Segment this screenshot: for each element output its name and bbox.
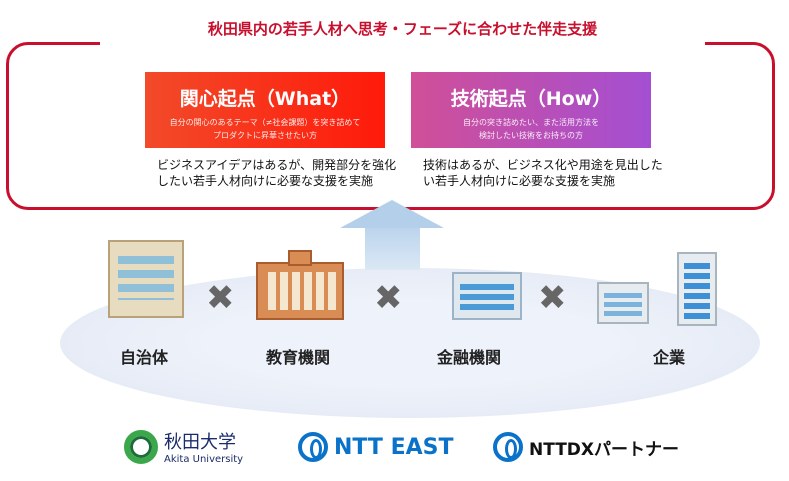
card-heading: 関心起点（What） bbox=[179, 88, 351, 110]
bank-icon bbox=[452, 272, 522, 320]
label-company: 企業 bbox=[653, 348, 686, 367]
card-what-description: ビジネスアイデアはあるが、開発部分を強化したい若手人材向けに必要な支援を実施 bbox=[157, 157, 407, 189]
ntt-logo-icon bbox=[298, 432, 328, 462]
ntt-east-logo: NTT EAST bbox=[298, 432, 454, 462]
akita-emblem-icon bbox=[124, 429, 158, 464]
cross-icon: ✖ bbox=[538, 278, 567, 318]
label-education: 教育機関 bbox=[266, 348, 331, 367]
up-arrow-icon bbox=[365, 225, 420, 270]
company-tower-icon bbox=[677, 252, 717, 326]
desc-line: したい若手人材向けに必要な支援を実施 bbox=[157, 174, 374, 188]
title-background bbox=[100, 28, 705, 52]
card-heading: 技術起点（How） bbox=[450, 88, 612, 110]
page-title: 秋田県内の若手人材へ思考・フェーズに合わせた伴走支援 bbox=[207, 20, 598, 38]
ntt-dx-logo: NTTDXパートナー bbox=[493, 432, 679, 462]
card-how: 技術起点（How） 自分の突き詰めたい、また活用方法を検討したい技術をお持ちの方 bbox=[411, 72, 651, 148]
akita-name-en: Akita University bbox=[164, 454, 244, 465]
city-hall-icon bbox=[108, 240, 184, 318]
card-subtext-line: 検討したい技術をお持ちの方 bbox=[479, 131, 583, 140]
card-how-description: 技術はあるが、ビジネス化や用途を見出したい若手人材向けに必要な支援を実施 bbox=[423, 157, 673, 189]
up-arrow-head-icon bbox=[340, 200, 444, 228]
desc-line: ビジネスアイデアはあるが、開発部分を強化 bbox=[157, 158, 397, 172]
label-municipality: 自治体 bbox=[120, 348, 169, 367]
akita-name-jp: 秋田大学 bbox=[164, 432, 236, 453]
card-subtext: 自分の突き詰めたい、また活用方法を検討したい技術をお持ちの方 bbox=[411, 116, 651, 142]
desc-line: 技術はあるが、ビジネス化や用途を見出した bbox=[423, 158, 663, 172]
card-subtext-line: 自分の関心のあるテーマ（≠社会課題）を突き詰めて bbox=[169, 118, 361, 127]
desc-line: い若手人材向けに必要な支援を実施 bbox=[423, 174, 616, 188]
card-subtext-line: プロダクトに昇華させたい方 bbox=[213, 131, 317, 140]
school-icon bbox=[256, 250, 344, 320]
cross-icon: ✖ bbox=[206, 278, 235, 318]
card-subtext-line: 自分の突き詰めたい、また活用方法を bbox=[463, 118, 599, 127]
ntt-logo-icon bbox=[493, 432, 523, 462]
company-building-icon bbox=[597, 282, 649, 324]
label-finance: 金融機関 bbox=[437, 348, 502, 367]
card-subtext: 自分の関心のあるテーマ（≠社会課題）を突き詰めてプロダクトに昇華させたい方 bbox=[145, 116, 385, 142]
ntt-east-text: NTT EAST bbox=[334, 434, 454, 460]
ntt-dx-text: NTTDXパートナー bbox=[529, 439, 680, 460]
card-what: 関心起点（What） 自分の関心のあるテーマ（≠社会課題）を突き詰めてプロダクト… bbox=[145, 72, 385, 148]
cross-icon: ✖ bbox=[374, 278, 403, 318]
